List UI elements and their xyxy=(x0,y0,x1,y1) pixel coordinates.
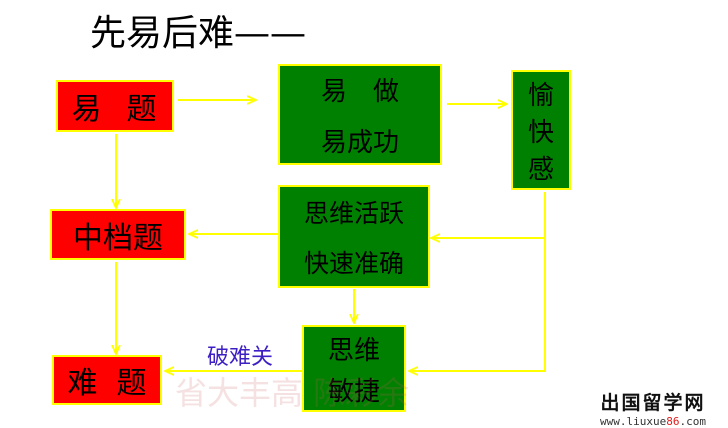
happy-feeling-box: 愉 快 感 xyxy=(511,70,571,190)
agile-thinking-line-1: 思维 xyxy=(327,335,380,366)
arrow-happy-to-active xyxy=(432,192,546,238)
happy-char-1: 愉 xyxy=(527,80,554,111)
easy-do-line-2: 易成功 xyxy=(320,127,399,158)
medium-question-label: 中档题 xyxy=(73,220,163,256)
site-url-suffix: .com xyxy=(679,415,706,428)
hard-question-box: 难 题 xyxy=(52,355,162,405)
site-url-highlight: 86 xyxy=(666,415,680,428)
active-thinking-line-2: 快速准确 xyxy=(303,248,404,278)
easy-do-line-1: 易 做 xyxy=(320,76,399,107)
agile-thinking-line-2: 敏捷 xyxy=(327,376,380,407)
site-name: 出国留学网 xyxy=(600,392,706,414)
site-logo: 出国留学网 www.liuxue86.com xyxy=(584,388,722,428)
active-thinking-box: 思维活跃 快速准确 xyxy=(278,185,430,288)
agile-thinking-box: 思维 敏捷 xyxy=(302,325,406,412)
easy-question-box: 易 题 xyxy=(56,80,174,132)
arrow-happy-to-agile xyxy=(410,238,546,371)
active-thinking-line-1: 思维活跃 xyxy=(303,198,404,228)
medium-question-box: 中档题 xyxy=(50,209,186,260)
hard-question-label: 难 题 xyxy=(67,366,147,401)
easy-question-label: 易 题 xyxy=(71,92,159,127)
site-url: www.liuxue86.com xyxy=(584,415,722,428)
author-watermark: 省大丰高 陈彩余 xyxy=(175,374,410,412)
easy-do-box: 易 做 易成功 xyxy=(278,64,442,165)
break-difficulty-label: 破难关 xyxy=(207,345,274,370)
happy-char-3: 感 xyxy=(527,154,554,185)
happy-char-2: 快 xyxy=(527,117,554,148)
site-url-prefix: www.liuxue xyxy=(600,415,667,428)
page-title: 先易后难—— xyxy=(90,13,307,54)
